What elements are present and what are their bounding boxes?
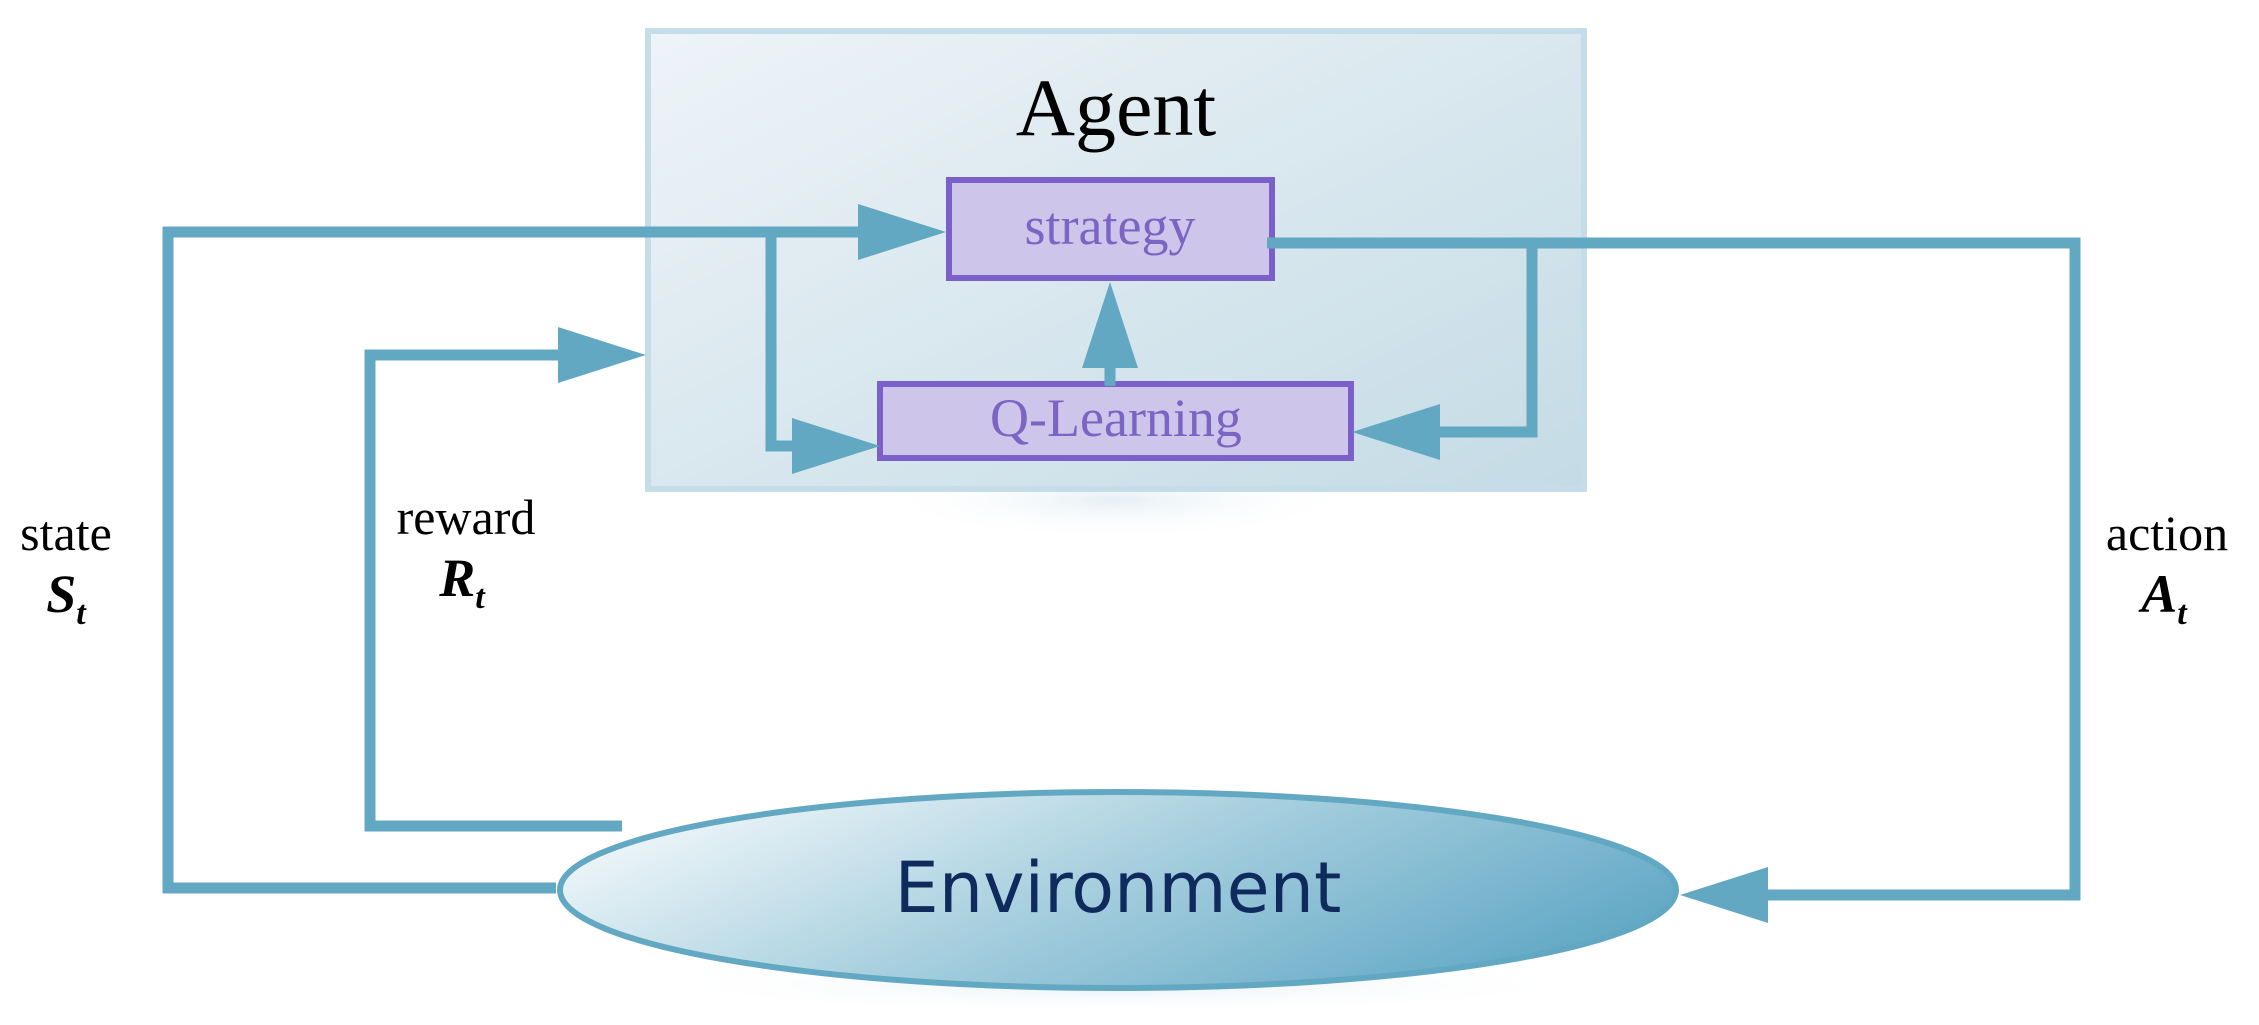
action-branch-line: [1435, 243, 1538, 438]
environment: Environment: [557, 789, 1679, 1015]
environment-label: Environment: [895, 847, 1342, 929]
environment-ellipse: [557, 789, 1679, 991]
state-branch-line: [765, 232, 800, 452]
qlearning-box: [877, 381, 1354, 461]
strategy-module: strategy: [946, 177, 1275, 281]
arrowheads: [558, 204, 1768, 923]
action-line: [1267, 237, 2081, 901]
action-arrow-icon: [1680, 867, 1768, 923]
qlearning-module: Q-Learning: [877, 381, 1354, 461]
reward-line: [364, 349, 622, 832]
action-label: action: [2106, 505, 2228, 561]
reward-label: reward: [397, 489, 536, 545]
reward-arrow-icon: [558, 327, 646, 383]
state-label-group: state St: [20, 505, 112, 632]
state-symbol: St: [46, 564, 87, 632]
agent-title: Agent: [1016, 62, 1217, 153]
connectors: [162, 226, 2081, 901]
reward-label-group: reward Rt: [397, 489, 536, 616]
state-label: state: [20, 505, 112, 561]
strategy-box: [946, 177, 1275, 281]
qlearning-label: Q-Learning: [990, 388, 1242, 448]
action-label-group: action At: [2106, 505, 2228, 632]
action-branch-arrow-icon: [1352, 404, 1440, 460]
reward-symbol: Rt: [438, 548, 486, 616]
qlearning-strategy-arrow-icon: [1082, 282, 1138, 368]
state-line: [162, 226, 870, 894]
state-branch-arrow-icon: [792, 418, 880, 474]
agent-container: Agent: [645, 28, 1587, 540]
state-arrow-icon: [858, 204, 946, 260]
strategy-label: strategy: [1025, 196, 1196, 256]
action-symbol: At: [2138, 564, 2188, 632]
